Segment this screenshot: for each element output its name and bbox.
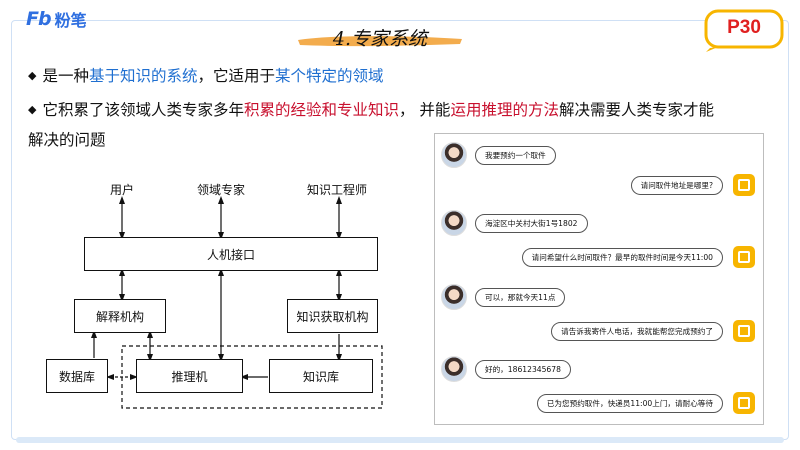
bullet-2-seg-1: 它积累了该领域人类专家多年 [42, 101, 244, 119]
chat-bubble: 海淀区中关村大街1号1802 [475, 213, 588, 233]
chat-message: 好的，18612345678 [441, 356, 571, 382]
bullet-2-seg-5: 解决需要人类专家才能 [558, 101, 714, 119]
bullet-1-seg-3: ，它适用于 [197, 67, 276, 85]
slide-title: 4.专家系统 [332, 28, 428, 50]
chat-message: 请问取件地址是哪里? [630, 174, 755, 196]
bullet-1-seg-2: 基于知识的系统 [88, 67, 198, 85]
page-number: P30 [727, 17, 761, 38]
chat-message: 已为您预约取件，快递员11:00上门，请耐心等待 [536, 392, 755, 414]
avatar-bot-icon [733, 174, 755, 196]
chat-bubble: 请告诉我寄件人电话，我就能帮您完成预约了 [551, 321, 723, 341]
diamond-bullet-icon: ◆ [28, 69, 37, 82]
bullet-1-seg-1: 是一种 [42, 67, 89, 85]
box-explanation-mechanism: 解释机构 [74, 299, 166, 333]
label-user: 用户 [110, 183, 135, 197]
badge-frame-icon [704, 9, 784, 52]
logo-fb-text: Fb [26, 8, 52, 30]
page-number-badge: P30 [700, 8, 788, 52]
bullet-2: ◆ 它积累了该领域人类专家多年积累的经验和专业知识， 并能运用推理的方法解决需要人… [28, 98, 768, 124]
bullet-1: ◆ 是一种基于知识的系统，它适用于某个特定的领域 [28, 64, 728, 90]
chat-bubble: 可以，那就今天11点 [475, 287, 566, 307]
chat-message: 我要预约一个取件 [441, 142, 556, 168]
brush-stroke-icon [298, 36, 462, 47]
chat-message: 海淀区中关村大街1号1802 [441, 210, 588, 236]
avatar-user-icon [441, 210, 467, 236]
box-knowledge-acquisition: 知识获取机构 [287, 299, 378, 333]
chat-message: 请告诉我寄件人电话，我就能帮您完成预约了 [551, 320, 755, 342]
avatar-bot-icon [733, 320, 755, 342]
avatar-user-icon [441, 142, 467, 168]
slide-title-area: 4.专家系统 [296, 24, 464, 54]
slide-bottom-bar [16, 437, 784, 443]
chat-message: 请问希望什么时间取件？最早的取件时间是今天11:00 [521, 246, 755, 268]
avatar-user-icon [441, 284, 467, 310]
avatar-bot-icon [733, 392, 755, 414]
bullet-2-seg-2: 积累的经验和专业知识 [243, 101, 399, 119]
label-domain-expert: 领域专家 [197, 183, 246, 197]
chat-panel: 我要预约一个取件 请问取件地址是哪里? 海淀区中关村大街1号1802 请问希望什… [434, 133, 764, 425]
bullet-2-seg-3: ， 并能 [399, 101, 451, 119]
label-knowledge-engineer: 知识工程师 [307, 183, 368, 197]
bullet-2-seg-4: 运用推理的方法 [450, 101, 559, 119]
chat-message: 可以，那就今天11点 [441, 284, 566, 310]
chat-bubble: 请问希望什么时间取件？最早的取件时间是今天11:00 [521, 247, 723, 267]
avatar-user-icon [441, 356, 467, 382]
bullet-2-continuation: 解决的问题 [28, 131, 106, 149]
box-human-machine-interface: 人机接口 [84, 237, 378, 271]
chat-bubble: 好的，18612345678 [475, 359, 571, 379]
box-inference-engine: 推理机 [136, 359, 243, 393]
box-knowledge-base: 知识库 [269, 359, 373, 393]
diamond-bullet-icon: ◆ [28, 103, 37, 116]
avatar-bot-icon [733, 246, 755, 268]
chat-bubble: 我要预约一个取件 [475, 145, 556, 165]
logo-cn-text: 粉笔 [54, 11, 87, 30]
chat-bubble: 已为您预约取件，快递员11:00上门，请耐心等待 [536, 393, 723, 413]
bullet-1-seg-4: 某个特定的领域 [275, 67, 384, 85]
chat-bubble: 请问取件地址是哪里? [630, 175, 723, 195]
box-database: 数据库 [46, 359, 108, 393]
brand-logo: Fb 粉笔 [26, 6, 87, 32]
